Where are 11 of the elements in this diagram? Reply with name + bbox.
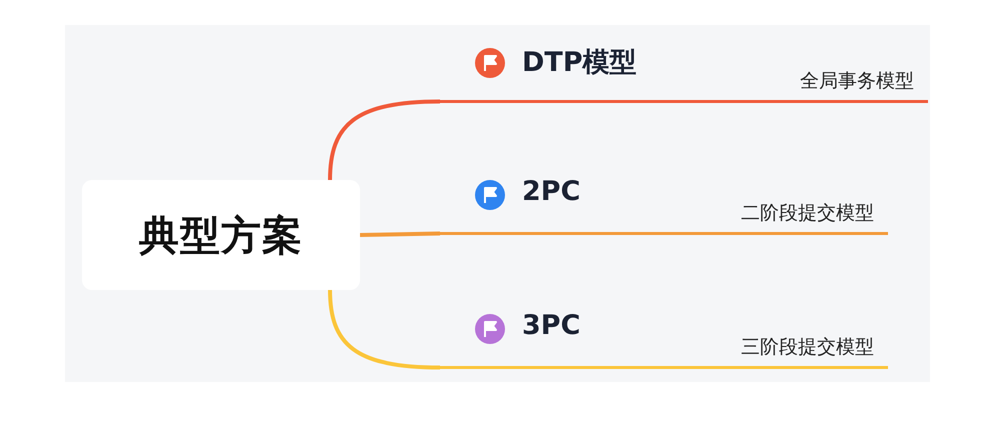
topic-label: DTP模型	[522, 46, 637, 80]
topic-note: 三阶段提交模型	[741, 335, 874, 360]
topic-note: 全局事务模型	[800, 69, 914, 94]
branch-line	[360, 232, 440, 237]
topic-label: 2PC	[522, 176, 580, 207]
root-topic-box	[82, 180, 360, 290]
branch-line	[328, 100, 440, 180]
topic-label: 3PC	[522, 310, 580, 341]
branch-line	[328, 290, 440, 370]
topic-label: 典型方案	[139, 212, 303, 260]
topic-note: 二阶段提交模型	[741, 201, 874, 226]
